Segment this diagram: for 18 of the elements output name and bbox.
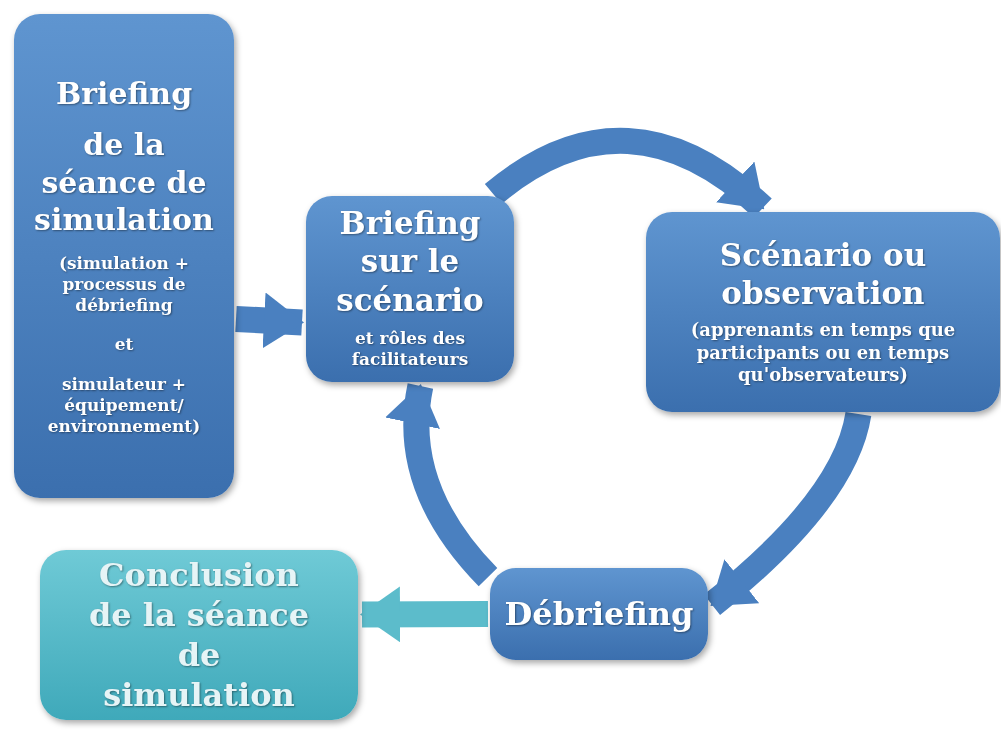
box-text: (simulation + processus de débriefing <box>57 252 191 317</box>
rounded-box <box>490 568 708 660</box>
block-arrow <box>386 383 498 587</box>
box-heading: Conclusion de la séance de simulation <box>87 555 311 715</box>
rounded-box <box>14 14 234 498</box>
rounded-box <box>646 212 1000 412</box>
box-text: (apprenants en temps que participants ou en temps qu'observateurs) <box>689 319 957 387</box>
rounded-box <box>40 550 358 720</box>
box-text: et rôles des facilitateurs <box>350 327 470 371</box>
box-heading: Briefing <box>55 74 193 113</box>
rounded-box <box>306 196 514 382</box>
box-heading: Scénario ou observation <box>718 235 928 313</box>
box-heading: Briefing sur le scénario <box>335 203 485 320</box>
block-arrow <box>235 292 304 349</box>
box-heading: Débriefing <box>504 594 694 634</box>
box-text: simulateur + équipement/ environnement) <box>46 373 202 438</box>
box-text: et <box>114 334 134 356</box>
box-text: de la séance de simulation <box>33 126 215 239</box>
